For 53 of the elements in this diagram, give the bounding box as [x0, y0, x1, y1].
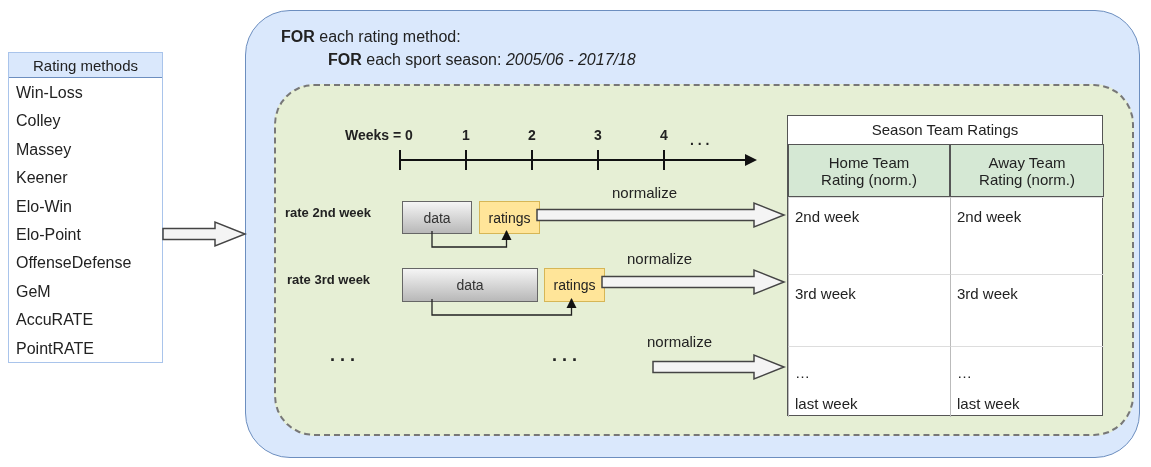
- ellipsis: . . .: [690, 132, 710, 148]
- edge-label: normalize: [612, 184, 678, 201]
- axis-label: 4: [660, 127, 668, 143]
- edge-label: normalize: [627, 250, 693, 267]
- axis-label: 3: [594, 127, 602, 143]
- arrow: [652, 353, 786, 381]
- arrow: [601, 268, 786, 296]
- arrow: [162, 220, 247, 248]
- arrow: [431, 229, 512, 248]
- edge-label: normalize: [647, 333, 713, 350]
- table-cell: 2nd week: [950, 197, 1104, 274]
- table-cell: 3rd week: [788, 274, 950, 346]
- data-box: data: [402, 268, 538, 302]
- ratings-box: ratings: [479, 201, 540, 234]
- table-cell: [788, 346, 950, 417]
- header-cell: Home Team Rating (norm.): [788, 144, 950, 197]
- list-item: Massey: [16, 140, 72, 159]
- arrow: [536, 201, 786, 229]
- loop-heading: FOR each sport season: 2005/06 - 2017/18: [328, 51, 636, 69]
- list-item: Colley: [16, 112, 61, 131]
- cell-text: …: [957, 364, 972, 381]
- axis-label: 2: [528, 127, 536, 143]
- list-panel: [8, 52, 163, 363]
- cell-text: …: [795, 364, 810, 381]
- ratings-box: ratings: [544, 268, 605, 302]
- cell-text: last week: [957, 395, 1020, 412]
- loop-heading: FOR each rating method:: [281, 28, 461, 46]
- arrow: [431, 297, 577, 316]
- loop-panel: [245, 10, 1140, 458]
- list-item: Elo-Win: [16, 197, 72, 216]
- list-item: GeM: [16, 282, 51, 301]
- ellipsis: . . .: [552, 345, 577, 366]
- dashed-panel: [274, 84, 1134, 436]
- table-cell: [950, 346, 1104, 417]
- list-item: Elo-Point: [16, 226, 81, 244]
- axis-label: 1: [462, 127, 470, 143]
- table-cell: 3rd week: [950, 274, 1104, 346]
- table-title: Season Team Ratings: [870, 120, 1020, 140]
- header-cell: Away Team Rating (norm.): [950, 144, 1104, 197]
- row-label: rate 3rd week: [287, 272, 371, 287]
- list-item: AccuRATE: [16, 311, 94, 330]
- row-label: rate 2nd week: [285, 205, 371, 220]
- list-item: Keener: [16, 169, 68, 188]
- list-item: OffenseDefense: [16, 254, 132, 273]
- ratings-table: [787, 115, 1103, 416]
- table-cell: 2nd week: [788, 197, 950, 274]
- axis-label: Weeks = 0: [345, 127, 413, 143]
- ellipsis: . . .: [330, 345, 355, 366]
- data-box: data: [402, 201, 472, 234]
- list-item: Win-Loss: [16, 84, 83, 102]
- list-item: PointRATE: [16, 339, 94, 358]
- cell-text: last week: [795, 395, 858, 412]
- list-header: Rating methods: [9, 53, 162, 78]
